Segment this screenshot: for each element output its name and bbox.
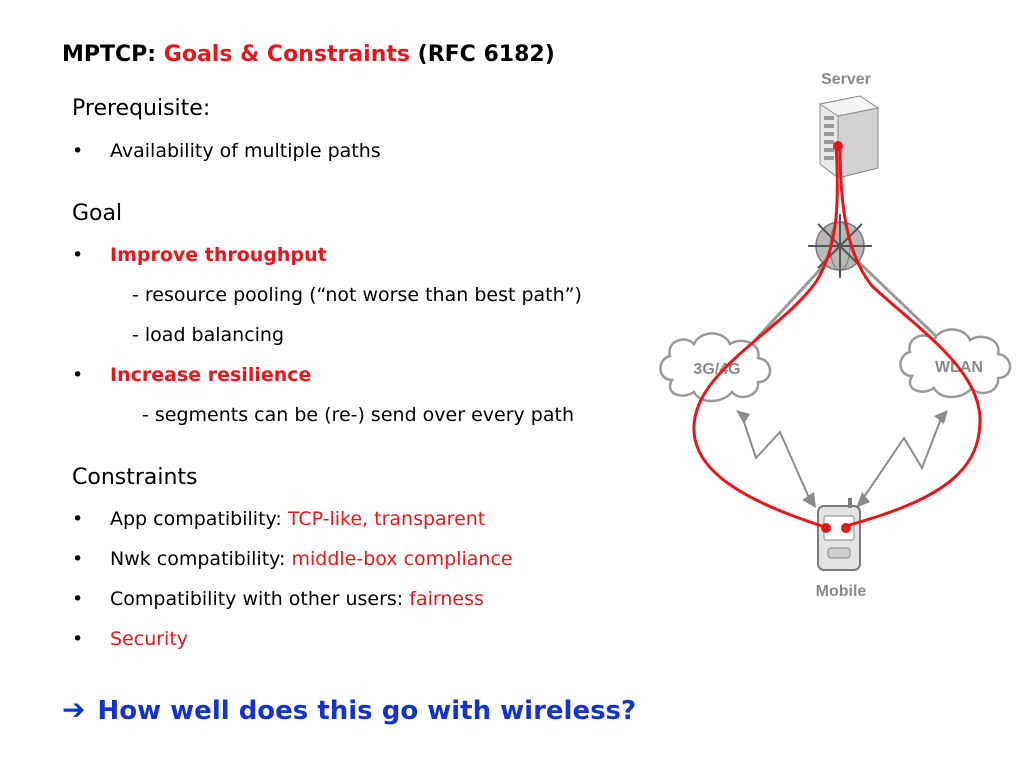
goal-item-resilience: • Increase resilience [72,364,312,386]
constraint-label: Compatibility with other users: [110,588,404,610]
constraint-value: fairness [409,588,484,610]
goal-heading: Goal [72,201,123,226]
goal-item-text: Increase resilience [110,364,312,386]
constraint-item: • Nwk compatibility: middle-box complian… [72,548,513,570]
multipath-network-diagram: Server 3G/4G WLAN [659,71,1012,600]
mobile-label: Mobile [816,583,867,600]
bullet-marker: • [72,548,84,570]
link-router-wlan [844,248,942,342]
wireless-link-left [736,410,816,508]
title-prefix: MPTCP: [62,42,157,67]
server-icon [818,95,880,179]
constraints-heading: Constraints [72,465,198,490]
prerequisite-item-text: Availability of multiple paths [110,140,381,162]
goal-item-text: Improve throughput [110,244,327,266]
subflow-path-3g [692,145,839,528]
bullet-marker: • [72,588,84,610]
prerequisite-item: • Availability of multiple paths [72,140,381,162]
title-suffix: (RFC 6182) [417,42,555,67]
conclusion-text: How well does this go with wireless? [97,696,637,726]
constraint-value: middle-box compliance [291,548,513,570]
arrow-right-icon: ➔ [62,693,86,726]
title-highlight: Goals & Constraints [163,42,410,67]
constraint-value: TCP-like, transparent [287,508,486,530]
bullet-marker: • [72,244,84,266]
constraint-item: • Security [72,628,189,650]
goal-subitem: - resource pooling (“not worse than best… [132,284,582,306]
server-endpoint-dot [833,141,843,151]
router-globe-icon [808,214,872,278]
bullet-marker: • [72,508,84,530]
slide-title: MPTCP: Goals & Constraints (RFC 6182) [62,42,555,67]
mobile-endpoint-dot-left [821,523,831,533]
goal-subitem: - segments can be (re-) send over every … [142,404,574,426]
conclusion-line: ➔ How well does this go with wireless? [62,693,636,726]
bullet-marker: • [72,628,84,650]
server-label: Server [821,71,871,88]
prerequisite-heading: Prerequisite: [72,96,211,121]
bullet-marker: • [72,364,84,386]
mobile-endpoint-dot-right [841,523,851,533]
constraint-item: • Compatibility with other users: fairne… [72,588,484,610]
wireless-link-right [856,410,948,508]
subflow-path-wlan [838,145,982,528]
constraint-value: Security [110,628,189,650]
goal-subitem: - load balancing [132,324,285,346]
bullet-marker: • [72,140,84,162]
constraint-label: Nwk compatibility: [110,548,286,570]
constraint-item: • App compatibility: TCP-like, transpare… [72,508,486,530]
mobile-phone-icon [817,498,861,571]
goal-item-throughput: • Improve throughput [72,244,327,266]
constraint-label: App compatibility: [110,508,282,530]
